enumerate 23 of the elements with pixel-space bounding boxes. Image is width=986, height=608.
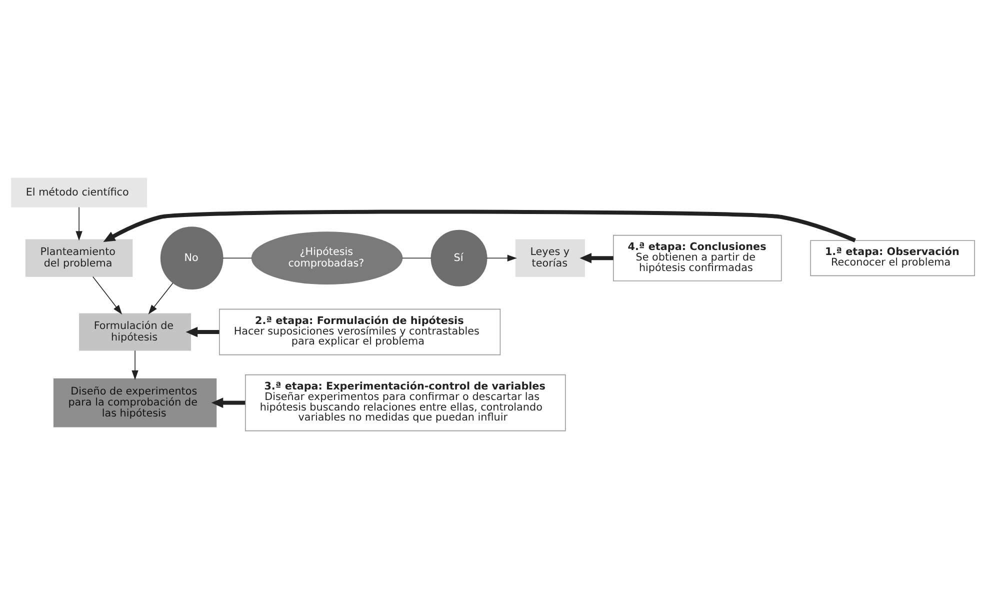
connector — [222, 257, 252, 258]
node-box: El método científico — [11, 177, 148, 207]
node-box: Diseño de experimentos para la comprobación de las hipótesis — [53, 378, 217, 427]
arrow — [148, 282, 174, 314]
node-circle: No — [160, 226, 224, 290]
node-box: Formulación de hipótesis — [79, 312, 192, 350]
connector — [402, 257, 432, 258]
arrow — [76, 206, 82, 240]
node-box: 3.ª etapa: Experimentación-control de variables Diseñar experimentos para confirmar o descartar las hipótesis buscando relaciones entre ellas, controlando variables no medidas que puedan influir — [245, 374, 566, 431]
node-circle: Sí — [430, 229, 488, 286]
arrow — [103, 209, 856, 242]
node-box: 1.ª etapa: Observación Reconocer el problema — [810, 240, 975, 276]
arrow — [92, 276, 122, 314]
node-ellipse: ¿Hipótesis comprobadas? — [251, 231, 403, 284]
arrow — [580, 252, 614, 263]
arrow — [186, 326, 220, 337]
arrow — [211, 397, 246, 408]
node-box: 2.ª etapa: Formulación de hipótesis Hacer suposiciones verosímiles y contrastables para explicar el problema — [219, 308, 501, 355]
arrow — [132, 350, 138, 380]
node-box: Leyes y teorías — [515, 238, 585, 276]
arrow — [486, 254, 517, 261]
node-box: Planteamiento del problema — [25, 238, 133, 276]
node-box: 4.ª etapa: Conclusiones Se obtienen a partir de hipótesis confirmadas — [613, 234, 782, 281]
